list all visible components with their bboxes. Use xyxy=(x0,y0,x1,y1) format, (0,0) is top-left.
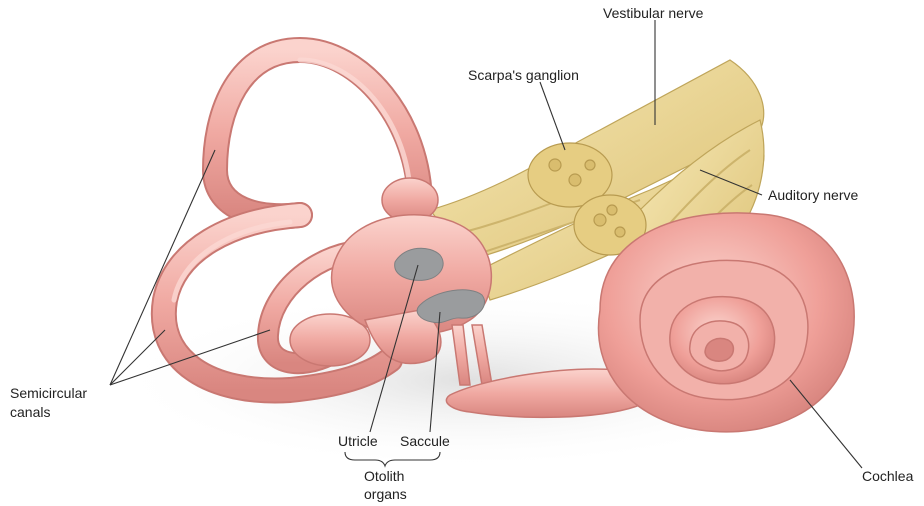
label-otolith-organs-line2: organs xyxy=(364,486,407,503)
label-saccule: Saccule xyxy=(400,433,450,450)
label-semicircular-canals-line1: Semicircular xyxy=(10,385,87,402)
label-auditory-nerve: Auditory nerve xyxy=(768,187,858,204)
label-vestibular-nerve: Vestibular nerve xyxy=(603,5,703,22)
label-utricle: Utricle xyxy=(338,433,378,450)
cochlea xyxy=(598,213,854,432)
label-semicircular-canals-line2: canals xyxy=(10,404,50,421)
label-scarpas-ganglion: Scarpa's ganglion xyxy=(468,67,579,84)
label-cochlea: Cochlea xyxy=(862,468,913,485)
label-otolith-organs-line1: Otolith xyxy=(364,468,404,485)
